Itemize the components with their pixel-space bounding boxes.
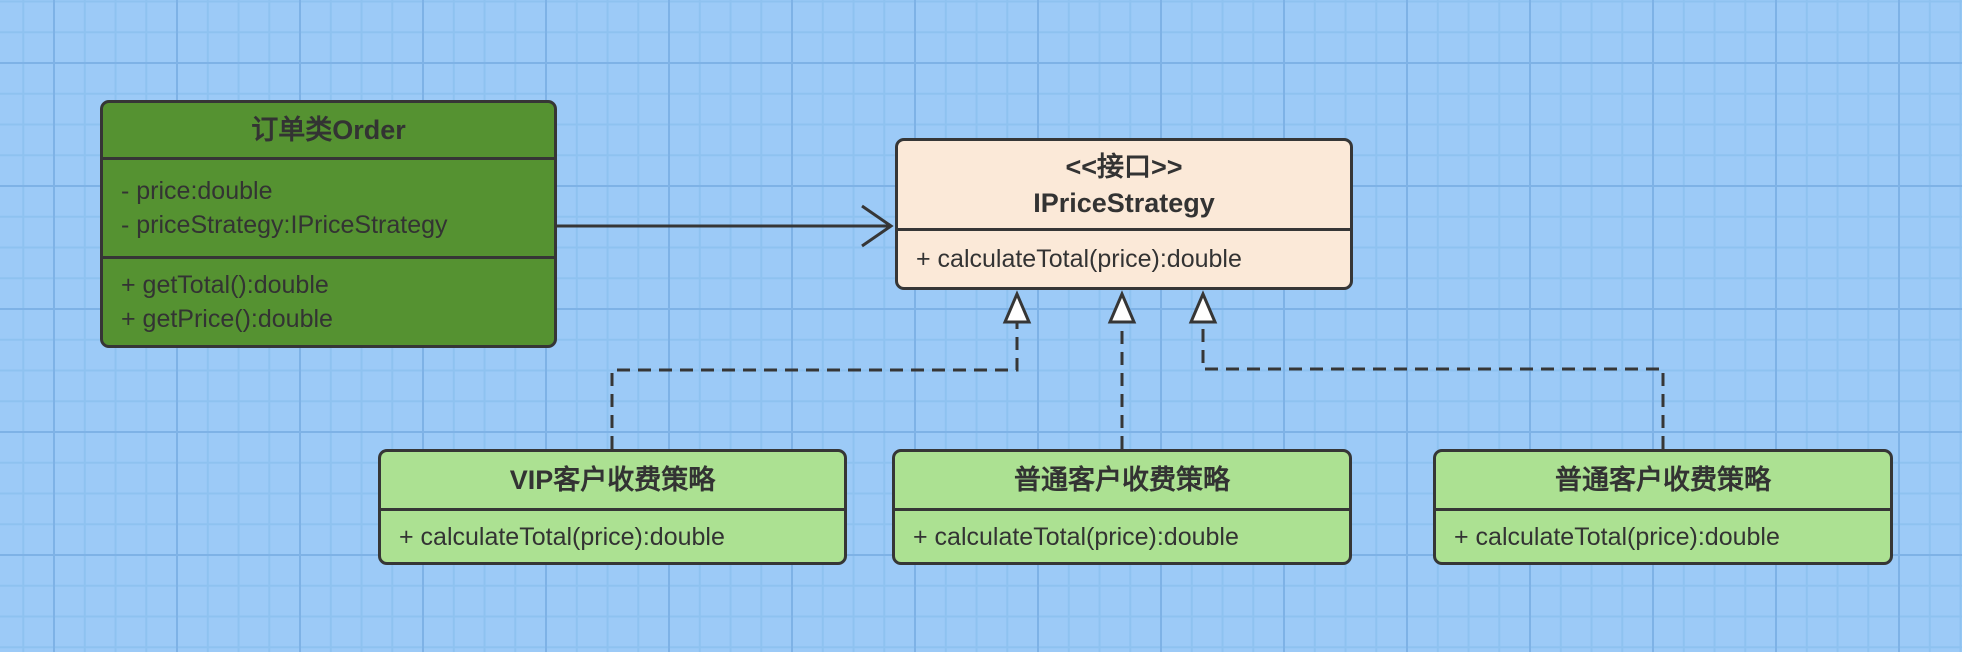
interface-node-ipricestrategy[interactable]: <<接口>> IPriceStrategy + calculateTotal(p… bbox=[895, 138, 1353, 290]
methods-compartment: + calculateTotal(price):double bbox=[895, 508, 1349, 562]
realization-line[interactable] bbox=[610, 322, 1019, 449]
association-arrowhead-icon bbox=[861, 204, 894, 248]
realization-line[interactable] bbox=[1201, 322, 1665, 449]
realization-normal1-to-interface[interactable] bbox=[1107, 290, 1137, 449]
method-line: + calculateTotal(price):double bbox=[1454, 522, 1780, 551]
method-line: + getTotal():double bbox=[121, 271, 329, 299]
realization-vip-to-interface[interactable] bbox=[610, 290, 1032, 449]
methods-compartment: + calculateTotal(price):double bbox=[1436, 508, 1890, 562]
class-node-normal-strategy-2[interactable]: 普通客户收费策略 + calculateTotal(price):double bbox=[1433, 449, 1893, 565]
class-node-normal-strategy-1[interactable]: 普通客户收费策略 + calculateTotal(price):double bbox=[892, 449, 1352, 565]
interface-title: <<接口>> IPriceStrategy bbox=[898, 141, 1350, 228]
realization-normal2-to-interface[interactable] bbox=[1188, 290, 1665, 449]
class-title: 普通客户收费策略 bbox=[1014, 465, 1230, 495]
attribute-line: - price:double bbox=[121, 177, 273, 205]
interface-name: IPriceStrategy bbox=[1033, 187, 1215, 218]
association-order-to-interface[interactable] bbox=[557, 204, 894, 248]
interface-stereotype: <<接口>> bbox=[1065, 151, 1183, 182]
class-title: 普通客户收费策略 bbox=[1555, 465, 1771, 495]
class-node-vip-strategy[interactable]: VIP客户收费策略 + calculateTotal(price):double bbox=[378, 449, 847, 565]
realization-arrowhead-icon bbox=[1002, 290, 1032, 324]
methods-compartment: + calculateTotal(price):double bbox=[898, 228, 1350, 287]
method-line: + calculateTotal(price):double bbox=[399, 522, 725, 551]
method-line: + calculateTotal(price):double bbox=[916, 245, 1242, 273]
attribute-line: - priceStrategy:IPriceStrategy bbox=[121, 211, 448, 239]
class-node-order[interactable]: 订单类Order - price:double - priceStrategy:… bbox=[100, 100, 557, 348]
class-title: VIP客户收费策略 bbox=[509, 465, 716, 495]
method-line: + getPrice():double bbox=[121, 305, 333, 333]
class-title: 订单类Order bbox=[251, 115, 406, 145]
realization-arrowhead-icon bbox=[1107, 290, 1137, 324]
attributes-compartment: - price:double - priceStrategy:IPriceStr… bbox=[103, 157, 554, 256]
realization-arrowhead-icon bbox=[1188, 290, 1218, 324]
methods-compartment: + calculateTotal(price):double bbox=[381, 508, 844, 562]
methods-compartment: + getTotal():double + getPrice():double bbox=[103, 256, 554, 345]
method-line: + calculateTotal(price):double bbox=[913, 522, 1239, 551]
